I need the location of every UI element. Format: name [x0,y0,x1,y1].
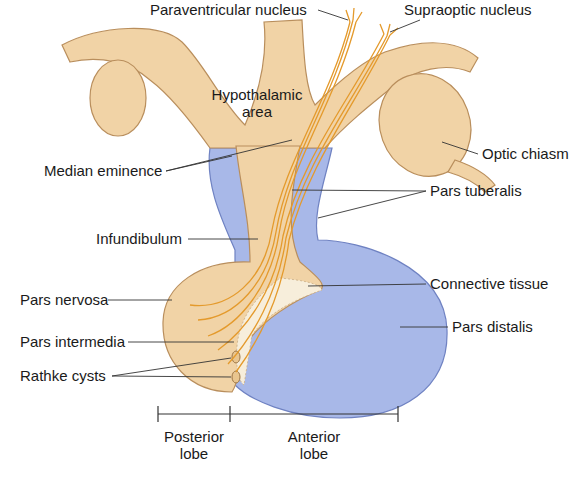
part-label: Pars nervosa [20,291,108,308]
part-label: Paraventricular nucleus [150,1,307,18]
leader-lines [108,10,478,377]
part-label: Median eminence [44,162,162,179]
part-label: Pars tuberalis [430,182,522,199]
part-label: Pars intermedia [20,333,125,350]
part-label: Rathke cysts [20,367,106,384]
part-label: Pars distalis [452,318,533,335]
part-label: Supraoptic nucleus [404,1,532,18]
connective-tissue [237,278,322,385]
part-label: Optic chiasm [482,145,569,162]
part-label: Connective tissue [430,275,548,292]
posterior-lobe [163,146,322,392]
part-label: Anterior lobe [275,428,353,462]
part-label: Infundibulum [96,230,182,247]
lobe-bracket [158,406,398,422]
hypothalamic-loop [90,60,146,136]
rathke-cyst [232,351,240,363]
part-label: Posterior lobe [155,428,233,462]
rathke-cyst [232,371,240,383]
part-label: Hypothalamic area [207,86,307,120]
